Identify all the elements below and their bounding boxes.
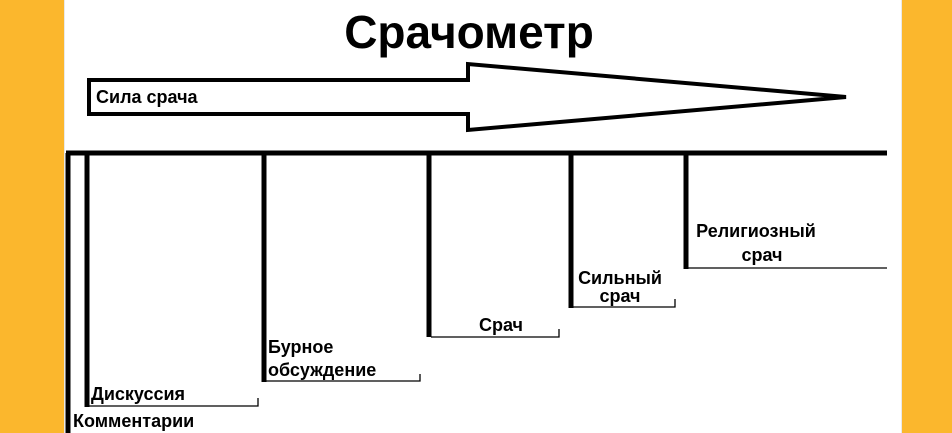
arrow-label: Сила срача xyxy=(96,87,199,107)
level-label-srach: Срач xyxy=(479,315,523,335)
level-label-strong-1: Сильный xyxy=(578,268,662,288)
level-label-religious-1: Религиозный xyxy=(696,221,816,241)
diagram-title: Срачометр xyxy=(344,6,594,58)
level-label-heated-2: обсуждение xyxy=(268,360,376,380)
level-label-religious-2: срач xyxy=(741,245,782,265)
level-label-discussion: Дискуссия xyxy=(91,384,185,404)
level-label-strong-2: срач xyxy=(599,286,640,306)
baseline-discussion xyxy=(89,398,259,407)
level-label-heated-1: Бурное xyxy=(268,337,333,357)
intensity-arrow xyxy=(87,61,847,133)
baseline-srach xyxy=(431,329,560,338)
baseline-heated xyxy=(266,374,421,382)
baseline-strong xyxy=(573,299,676,308)
level-label-comments: Комментарии xyxy=(73,411,194,431)
